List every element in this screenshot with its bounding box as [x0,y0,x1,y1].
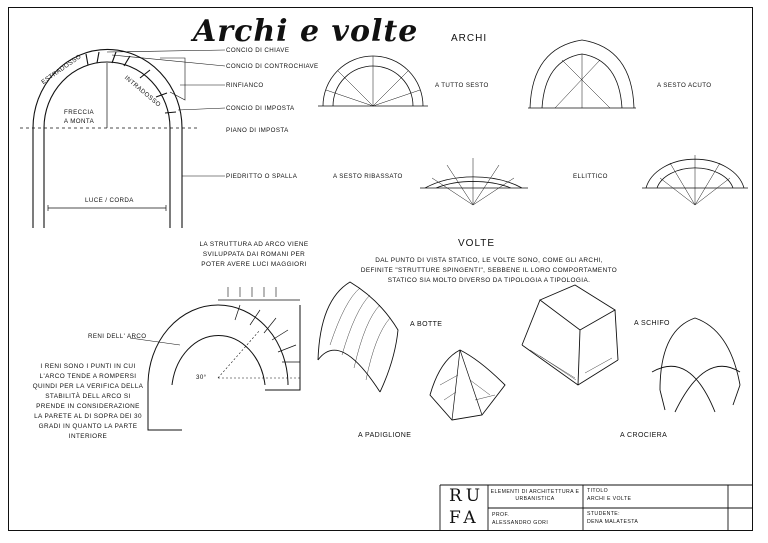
sheet-border [8,7,753,531]
label-botte: A BOTTE [410,321,443,328]
course-name: ELEMENTI DI ARCHITETTURA E URBANISTICA [490,489,580,502]
vault-padiglione-drawing [429,349,506,421]
label-ellittico: ELLITTICO [573,173,608,180]
section-archi-heading: ARCHI [451,33,488,44]
reni-note: I RENI SONO I PUNTI IN CUI L'ARCO TENDE … [32,363,144,440]
prof-label: PROF. [492,512,510,518]
reni-arch-drawing [129,287,301,431]
label-crociera: A CROCIERA [620,432,668,439]
label-schifo: A SCHIFO [634,320,670,327]
label-padiglione: A PADIGLIONE [358,432,412,439]
studente-value: DENA MALATESTA [587,519,639,525]
arch-ribassato-drawing [420,158,528,206]
arch-sesto-acuto-drawing [528,39,636,109]
titolo-value: ARCHI E VOLTE [587,496,632,502]
title-block-lines [439,484,753,531]
label-concio-imposta: CONCIO DI IMPOSTA [226,105,295,112]
page-title: Archi e volte [193,14,419,49]
label-angle: 30° [196,374,207,381]
studente-label: STUDENTE: [587,511,620,517]
label-rinfianco: RINFIANCO [226,82,264,89]
vault-crociera-drawing [651,317,741,413]
vault-botte-drawing [317,281,399,393]
label-sesto-acuto: A SESTO ACUTO [657,82,712,89]
prof-name: ALESSANDRO GORI [492,520,549,526]
arch-tutto-sesto-drawing [318,55,428,107]
logo-rufa-bottom: FA [449,508,480,528]
vault-schifo-drawing [521,284,619,386]
label-ribassato: A SESTO RIBASSATO [333,173,403,180]
label-tutto-sesto: A TUTTO SESTO [435,82,489,89]
volte-note: DAL PUNTO DI VISTA STATICO, LE VOLTE SON… [360,257,618,284]
label-concio-chiave: CONCIO DI CHIAVE [226,47,290,54]
main-arch-drawing [20,48,226,228]
struttura-note: LA STRUTTURA AD ARCO VIENE SVILUPPATA DA… [199,241,309,268]
label-piano-imposta: PIANO DI IMPOSTA [226,127,289,134]
titolo-label: TITOLO [587,488,609,494]
section-volte-heading: VOLTE [458,238,496,249]
label-concio-controchiave: CONCIO DI CONTROCHIAVE [226,63,319,70]
label-freccia: FRECCIA A MONTA [63,109,95,125]
logo-rufa-top: RU [449,486,485,506]
arch-ellittico-drawing [642,155,748,206]
label-luce: LUCE / CORDA [85,197,134,204]
label-piedritto: PIEDRITTO O SPALLA [226,173,298,180]
label-reni: RENI DELL' ARCO [88,333,147,340]
